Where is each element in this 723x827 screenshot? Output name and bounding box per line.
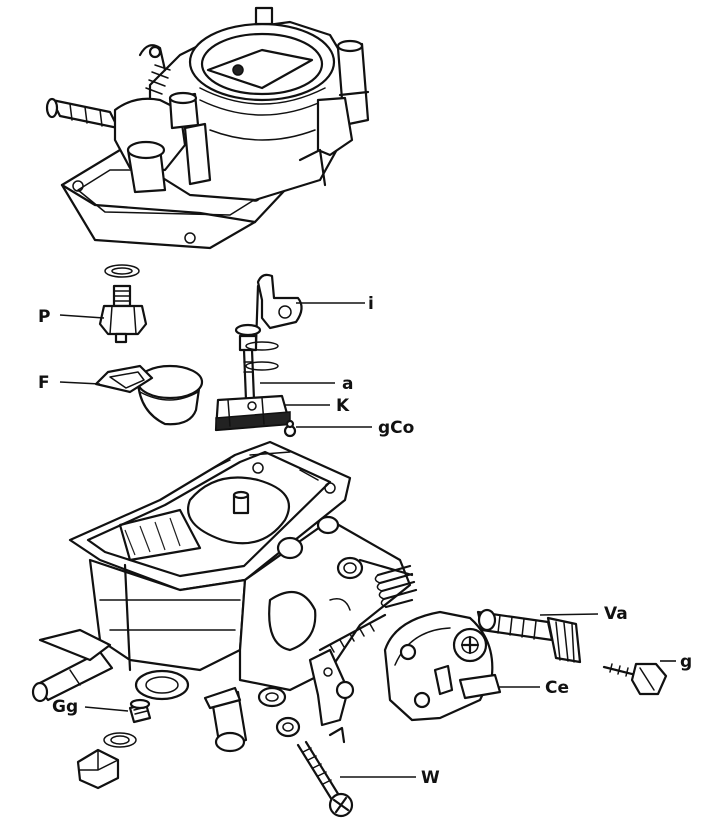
part-Gg-jet [76,698,152,790]
part-i-bracket [254,273,303,347]
spring [374,564,418,609]
label-i: i [368,294,374,314]
label-F: F [38,373,50,393]
part-K-piston [214,394,292,432]
part-F-float [94,364,204,426]
label-Ce: Ce [545,678,569,698]
label-g: g [680,652,692,672]
carburetor-main-body [31,440,414,753]
part-a-rod [234,323,279,402]
part-W-screw [275,716,354,818]
label-P: P [38,307,50,327]
label-K: K [336,396,350,416]
label-W: W [421,768,440,788]
part-g-screw [602,662,668,696]
part-Ce-cover [383,610,502,722]
label-Va: Va [604,604,628,624]
part-gCo-ball [283,419,297,438]
part-P-jet [98,264,148,344]
label-gCo: gCo [378,418,414,438]
label-Gg: Gg [52,697,78,717]
carburetor-cover [45,6,370,250]
part-Va-screw [476,608,582,664]
label-a: a [342,374,353,394]
part-screw-long [308,613,387,744]
